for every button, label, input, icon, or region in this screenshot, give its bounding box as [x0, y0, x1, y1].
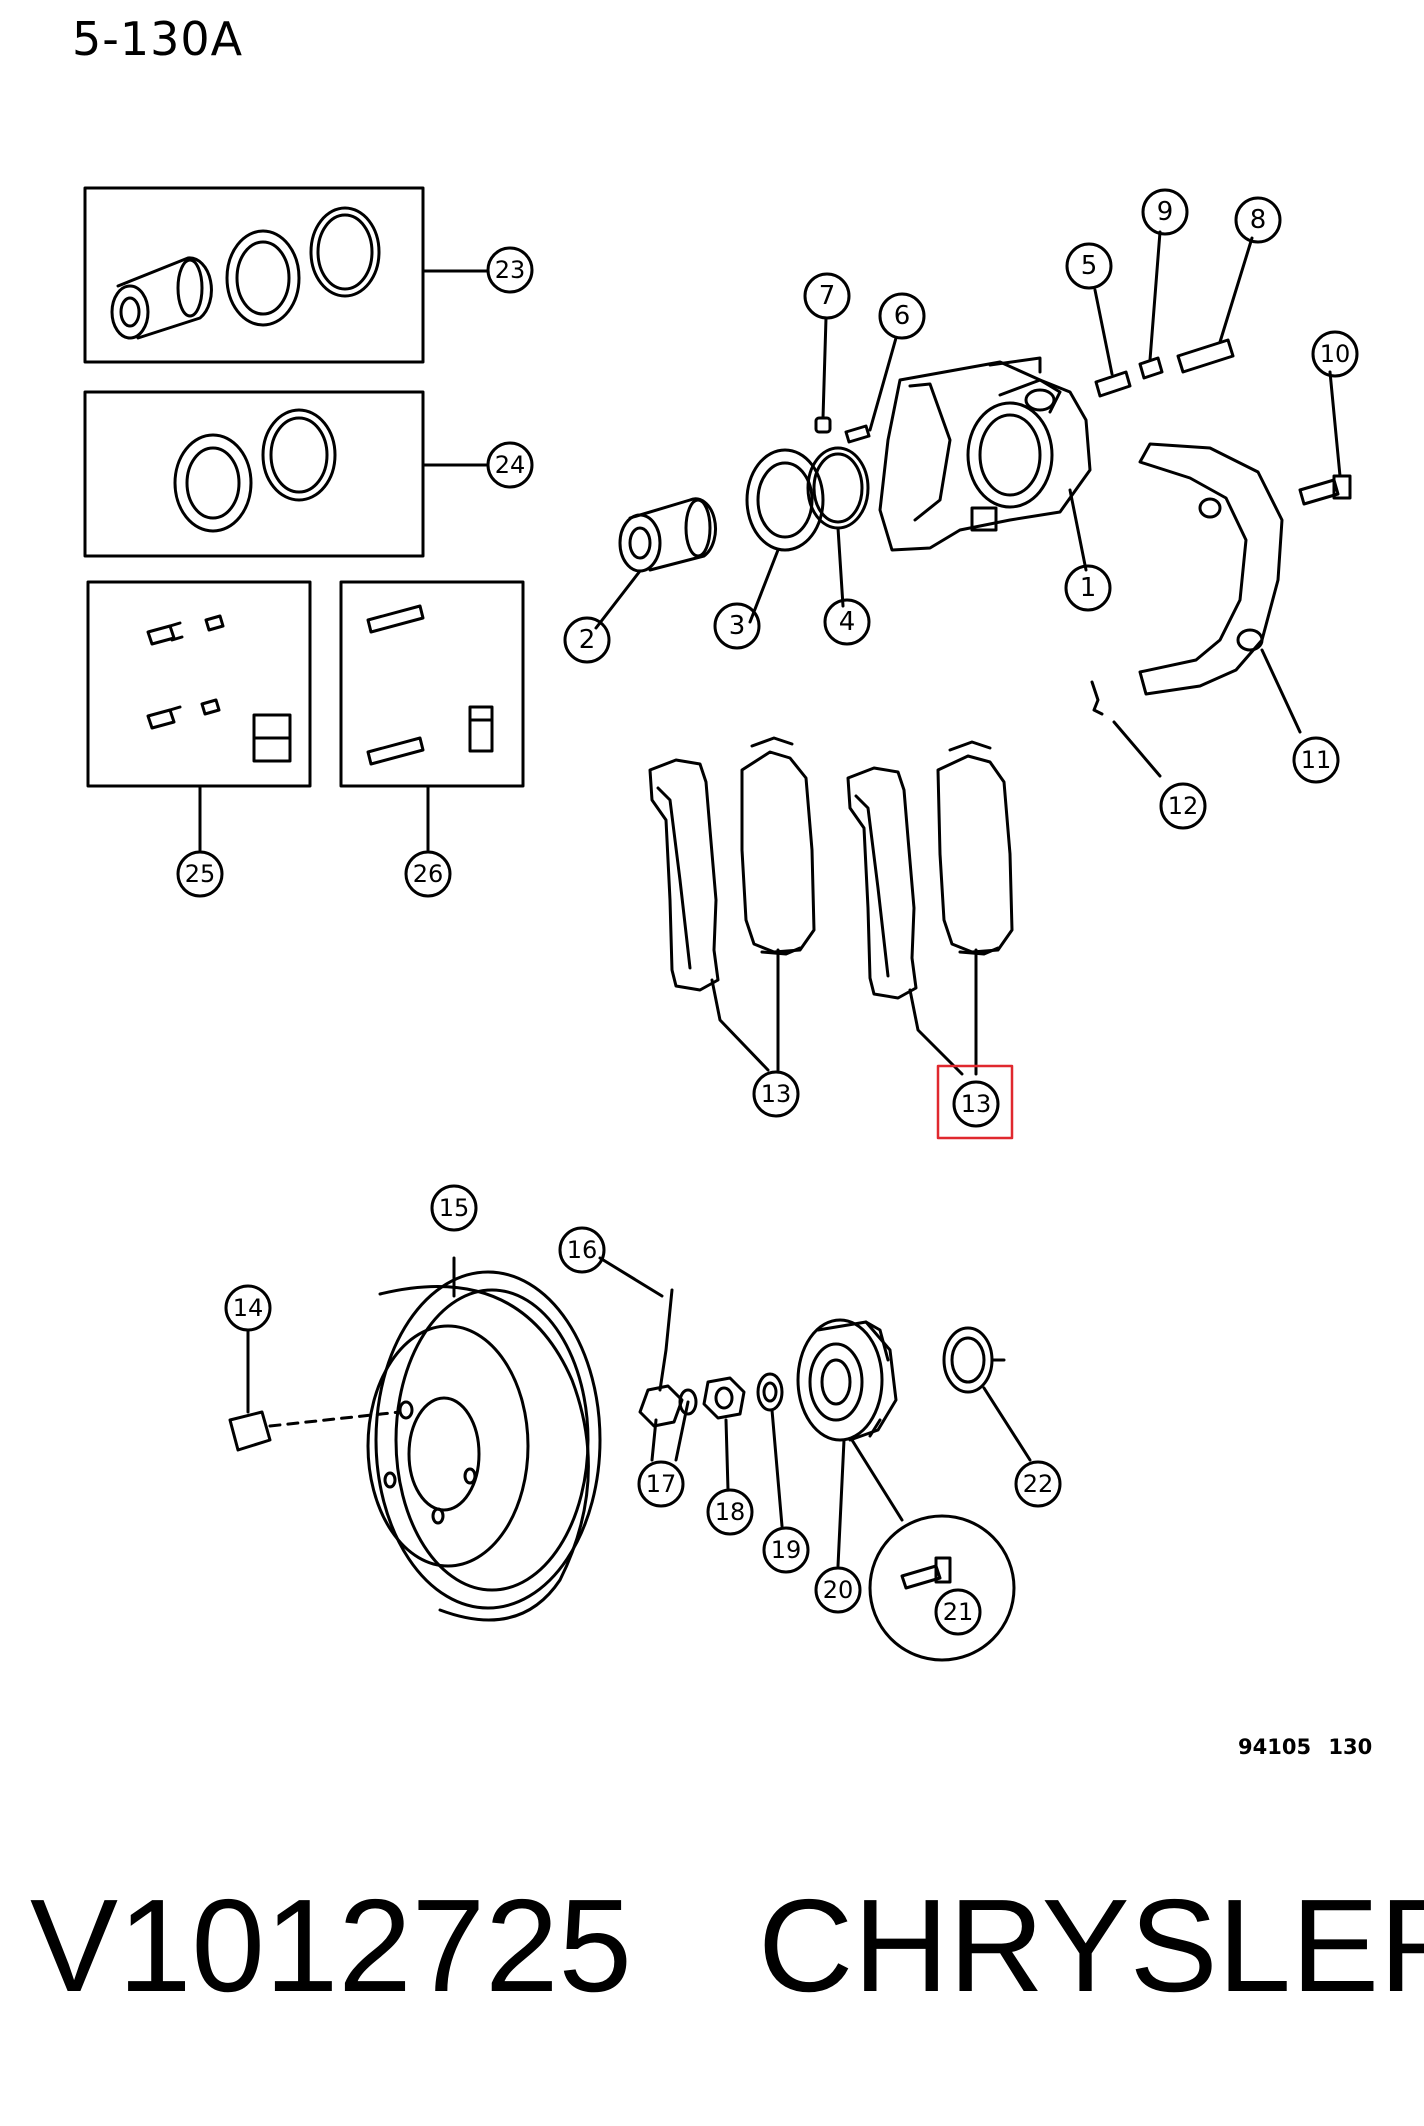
callout-label: 1 — [1080, 573, 1097, 603]
drawing-reference-code: 94105 130 — [1238, 1735, 1373, 1759]
callout-label: 14 — [233, 1294, 264, 1322]
seal-4 — [806, 446, 870, 608]
pad-set-left — [648, 736, 816, 1072]
callout-21: 21 — [934, 1588, 982, 1636]
callout-label: 20 — [823, 1576, 854, 1604]
callout-label: 5 — [1081, 251, 1098, 281]
callout-20: 20 — [814, 1566, 862, 1614]
callout-label: 24 — [495, 451, 526, 479]
callout-5: 5 — [1065, 242, 1113, 290]
vehicle-make: CHRYSLER — [758, 1872, 1424, 2019]
callout-label: 23 — [495, 256, 526, 284]
bushing-5 — [1093, 288, 1132, 398]
piston-2 — [594, 497, 717, 630]
callout-label: 22 — [1023, 1470, 1054, 1498]
callout-4: 4 — [823, 598, 871, 646]
callout-18: 18 — [706, 1488, 754, 1536]
callout-13-right: 13 — [936, 1064, 1014, 1140]
callout-label: 6 — [894, 301, 911, 331]
caliper-housing-1 — [878, 356, 1092, 572]
callout-9: 9 — [1141, 188, 1189, 236]
cotter-pin-16 — [598, 1256, 674, 1392]
callout-2: 2 — [563, 616, 611, 664]
callout-7: 7 — [803, 272, 851, 320]
callout-label: 8 — [1250, 205, 1267, 235]
kit-box-25 — [86, 580, 312, 852]
part-number: V1012725 — [30, 1872, 632, 2019]
callout-6: 6 — [878, 292, 926, 340]
highlight-box — [936, 1064, 1014, 1140]
callout-13-left: 13 — [752, 1070, 800, 1118]
callout-17: 17 — [637, 1460, 685, 1508]
kit-box-24 — [83, 390, 489, 558]
callout-10: 10 — [1311, 330, 1359, 378]
callout-22: 22 — [1014, 1460, 1062, 1508]
callout-label: 9 — [1157, 197, 1174, 227]
bolt-detail-21 — [868, 1514, 1016, 1662]
clip-12 — [1090, 680, 1162, 778]
callout-8: 8 — [1234, 196, 1282, 244]
callout-label: 7 — [819, 281, 836, 311]
callout-label: 17 — [646, 1470, 677, 1498]
nut-lock-17 — [638, 1384, 698, 1462]
pad-set-right — [846, 740, 1014, 1076]
kit-box-26 — [339, 580, 525, 852]
adapter-11 — [1138, 442, 1302, 734]
callout-14: 14 — [224, 1284, 272, 1332]
callout-3: 3 — [713, 602, 761, 650]
callout-23: 23 — [486, 246, 534, 294]
callout-label: 19 — [771, 1536, 802, 1564]
boot-3 — [745, 448, 825, 624]
cap-6 — [844, 336, 898, 444]
callout-19: 19 — [762, 1526, 810, 1574]
callout-24: 24 — [486, 441, 534, 489]
callout-label: 16 — [567, 1236, 598, 1264]
callout-label: 13 — [761, 1080, 792, 1108]
callout-11: 11 — [1292, 736, 1340, 784]
callout-label: 18 — [715, 1498, 746, 1526]
callout-label: 12 — [1168, 792, 1199, 820]
bolt-10 — [1298, 370, 1352, 506]
callout-12: 12 — [1159, 782, 1207, 830]
callout-label: 2 — [579, 625, 596, 655]
callout-label: 26 — [413, 860, 444, 888]
callout-1: 1 — [1064, 564, 1112, 612]
guide-pin-8 — [1176, 236, 1254, 374]
wheel-stud-14 — [228, 1328, 402, 1452]
bleeder-7 — [814, 316, 832, 434]
footer-caption: V1012725 CHRYSLER — [30, 1870, 1424, 2020]
callout-label: 4 — [839, 607, 856, 637]
bushing-9 — [1138, 230, 1164, 380]
callout-label: 13 — [961, 1090, 992, 1118]
callout-label: 25 — [185, 860, 216, 888]
washer-19 — [756, 1372, 784, 1528]
callout-label: 21 — [943, 1598, 974, 1626]
page-code: 5-130A — [72, 12, 244, 66]
callout-label: 11 — [1301, 746, 1332, 774]
seal-22 — [942, 1326, 1032, 1462]
callout-label: 3 — [729, 611, 746, 641]
callout-26: 26 — [404, 850, 452, 898]
hub-nut-18 — [702, 1376, 746, 1492]
callout-label: 15 — [439, 1194, 470, 1222]
rotor-15 — [366, 1256, 602, 1622]
hub-bearing-20 — [796, 1318, 904, 1568]
callout-label: 10 — [1320, 340, 1351, 368]
kit-box-23 — [83, 186, 489, 364]
callout-25: 25 — [176, 850, 224, 898]
callout-15: 15 — [430, 1184, 478, 1232]
callout-16: 16 — [558, 1226, 606, 1274]
